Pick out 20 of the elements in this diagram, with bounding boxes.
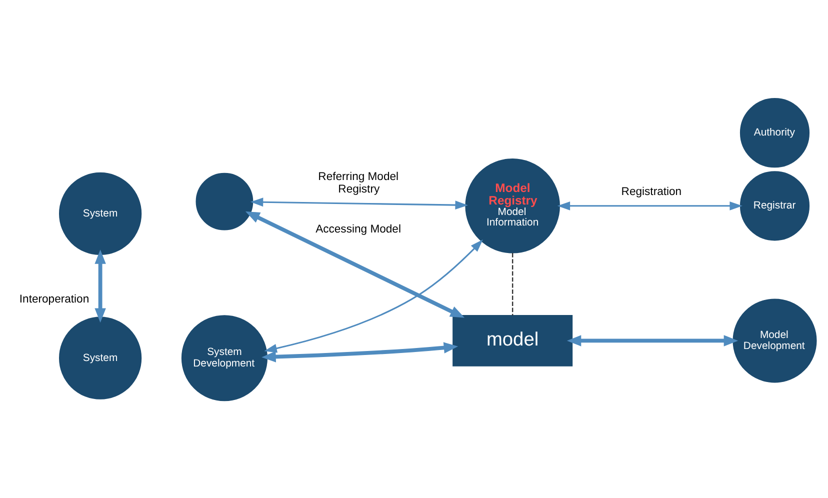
arrow [94,249,106,322]
node-circle [196,172,254,230]
arrow [250,197,468,209]
node-circle: System Development [181,314,268,401]
node-circle: Model Development [732,298,817,382]
edge-label: Accessing Model [316,222,401,235]
node-circle: System [58,172,142,255]
arrow [566,334,738,346]
edge-label: Registration [621,185,682,198]
arrow [264,239,483,352]
node-circle: System [58,316,142,399]
arrow [262,342,458,362]
node-circle: Registrar [740,170,810,240]
connector [512,252,514,315]
arrow [557,200,742,210]
node-box: model [452,314,573,366]
arrow [245,210,465,318]
edge-label: Referring Model Registry [318,170,399,195]
edge-label: Interoperation [19,293,90,306]
node-circle: Authority [740,98,810,168]
